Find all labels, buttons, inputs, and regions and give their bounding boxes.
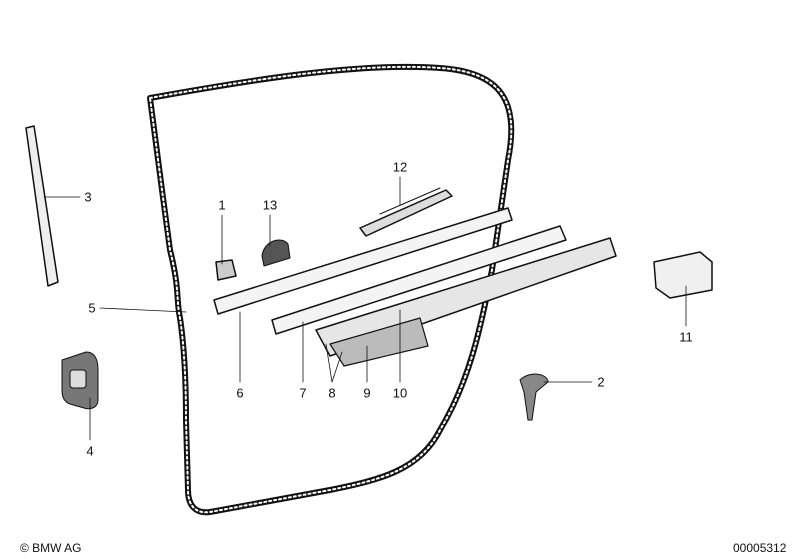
part-label-11: 11	[679, 329, 693, 345]
part-label-9: 9	[363, 385, 371, 401]
strip-part-3	[25, 125, 59, 287]
clip-part-2	[519, 373, 549, 421]
part-label-5: 5	[88, 300, 96, 316]
part-label-6: 6	[236, 385, 244, 401]
part-label-2: 2	[597, 374, 605, 390]
trim-part-9	[329, 317, 429, 367]
diagram-number: 00005312	[733, 541, 787, 555]
part-label-4: 4	[86, 443, 94, 459]
part-label-8: 8	[328, 385, 336, 401]
copyright-text: © BMW AG	[20, 541, 82, 555]
channel-part-6	[213, 207, 513, 315]
channel-part-7	[271, 225, 567, 335]
part-label-7: 7	[299, 385, 307, 401]
part-label-10: 10	[392, 385, 408, 401]
clip-part-1	[215, 259, 237, 281]
part-label-3: 3	[84, 189, 92, 205]
part-label-13: 13	[262, 197, 278, 213]
clip-part-13	[261, 239, 291, 267]
part-label-1: 1	[218, 197, 226, 213]
clip-part-11	[653, 251, 713, 299]
part-label-12: 12	[392, 159, 408, 175]
strip-part-12	[359, 189, 453, 237]
